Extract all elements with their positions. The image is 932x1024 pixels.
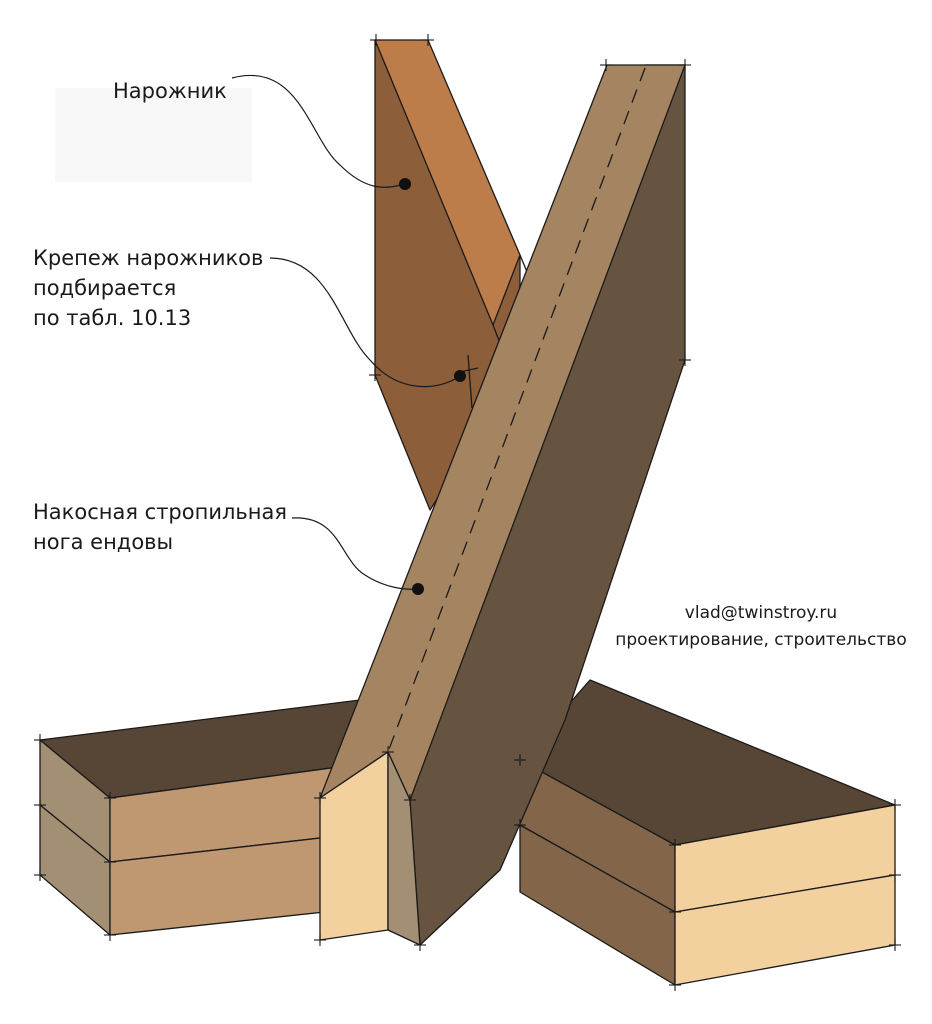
author-services: проектирование, строительство [615, 630, 907, 650]
callout-dot-hip-rafter [399, 178, 411, 190]
author-credit: vlad@twinstroy.ru проектирование, строит… [610, 600, 912, 654]
valley-rafter [319, 64, 686, 946]
callout-valley-rafter: Накосная стропильная нога ендовы [33, 497, 287, 557]
callout-fastening: Крепеж нарожников подбирается по табл. 1… [33, 243, 263, 333]
callout-valley-rafter-line-2: нога ендовы [33, 530, 174, 554]
label-background [55, 88, 252, 182]
callout-fastening-line-3: по табл. 10.13 [33, 306, 192, 330]
callout-fastening-line-1: Крепеж нарожников [33, 246, 264, 270]
callout-dot-valley-rafter [412, 583, 424, 595]
author-email: vlad@twinstroy.ru [684, 603, 838, 623]
callout-valley-rafter-line-1: Накосная стропильная [33, 500, 288, 524]
corner-ticks [34, 34, 901, 991]
leader-line-fastening [269, 257, 461, 388]
callout-hip-rafter-text: Нарожник [113, 79, 227, 103]
callout-hip-rafter: Нарожник [113, 76, 227, 106]
leader-line-valley-rafter [291, 517, 419, 590]
valley-rafter-centerline [387, 67, 646, 753]
callout-dot-fastening [454, 370, 466, 382]
right-beam-stack [519, 679, 896, 986]
leader-line-hip-rafter [231, 74, 405, 188]
callout-fastening-line-2: подбирается [33, 276, 177, 300]
